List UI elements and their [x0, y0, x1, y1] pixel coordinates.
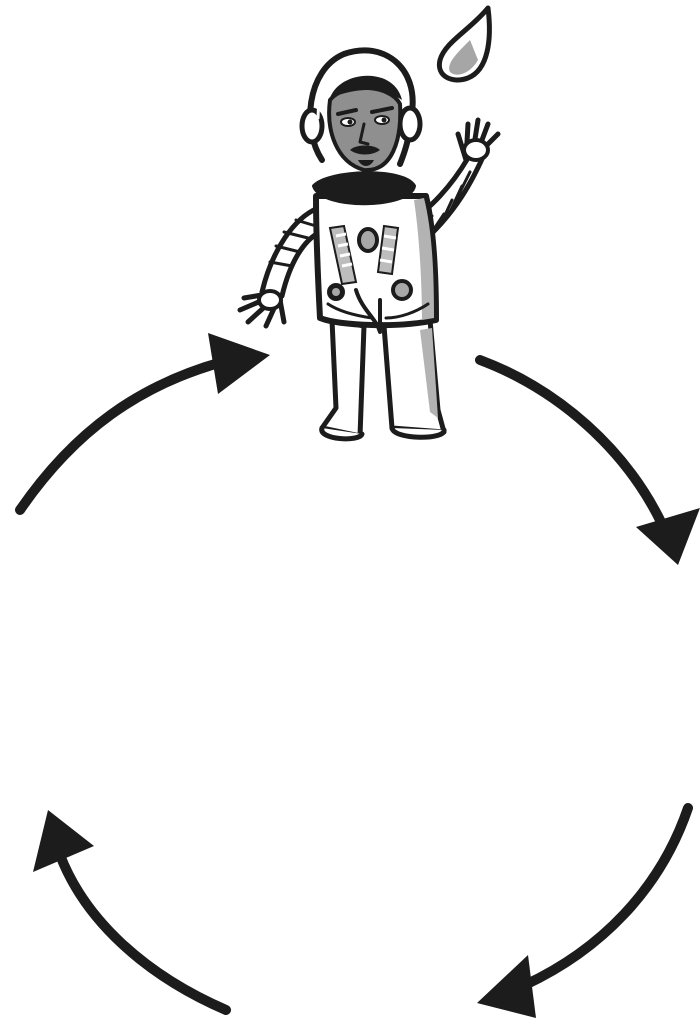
- boot-right: [389, 425, 447, 440]
- suit-collar: [312, 171, 416, 206]
- eyebrow-right: [370, 106, 394, 114]
- lowered-arm: [237, 205, 323, 329]
- arrowhead: [636, 508, 700, 565]
- chest-button-right: [391, 279, 413, 301]
- arrowhead: [33, 810, 94, 872]
- boot-left: [319, 425, 365, 442]
- arrowhead: [477, 955, 536, 1018]
- cycle-arrow-bottom-left: [33, 810, 231, 1015]
- eyebrow-left: [336, 108, 358, 116]
- goatee: [358, 160, 374, 166]
- chest-panel-left: [328, 224, 358, 286]
- cycle-arrow-top-right: [475, 355, 700, 565]
- chest-button-left-inner: [332, 288, 340, 296]
- legs: [319, 317, 447, 442]
- arrowhead: [208, 333, 270, 394]
- mustache: [350, 145, 380, 155]
- water-drop-icon: [436, 5, 492, 83]
- lowered-hand: [237, 291, 287, 329]
- chest-panel-right: [376, 224, 400, 276]
- suit-torso: [313, 193, 439, 334]
- helmet-ear-right: [397, 105, 423, 143]
- cycle-arrow-top-left: [15, 333, 270, 515]
- cycle-arrow-bottom-right: [477, 803, 693, 1018]
- hair: [330, 75, 402, 100]
- chest-button-top: [357, 227, 379, 253]
- astronaut-face: [327, 75, 403, 173]
- nose: [358, 122, 370, 146]
- astronaut-figure: [237, 47, 501, 442]
